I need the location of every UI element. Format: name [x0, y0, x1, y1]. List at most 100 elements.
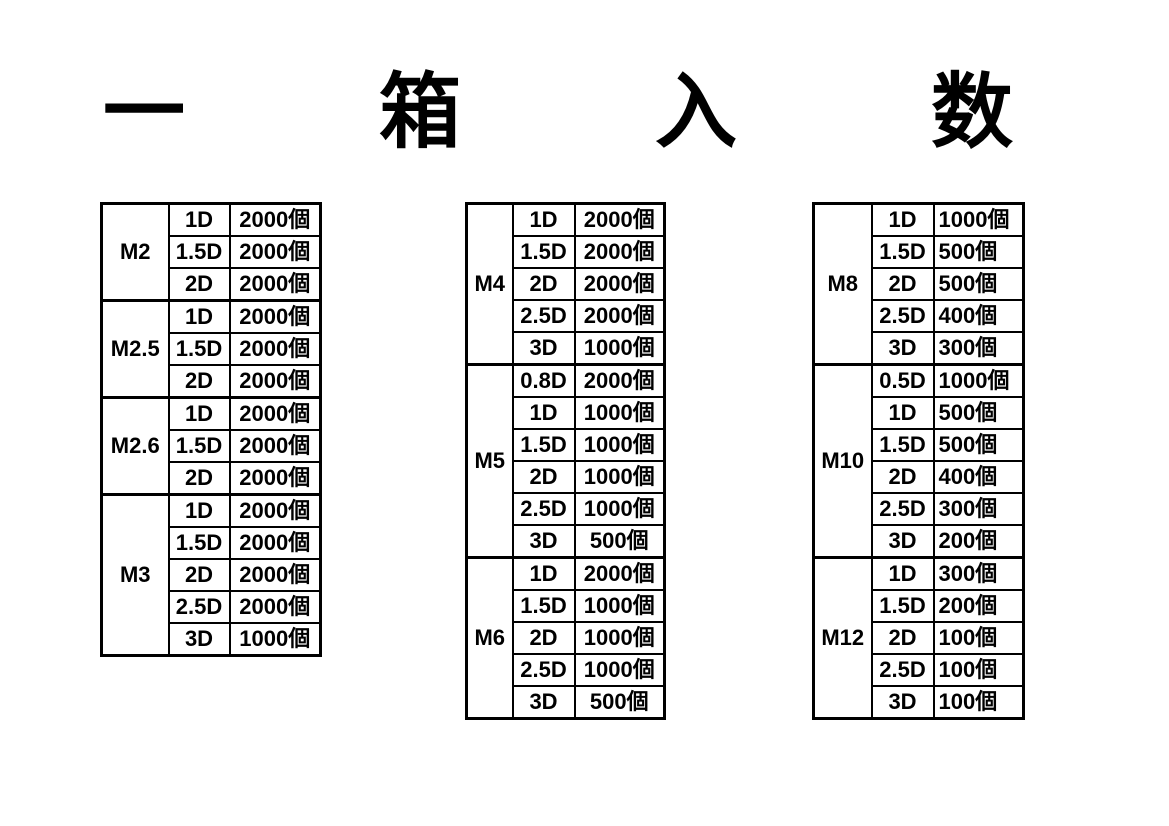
- quantity-cell: 2000個: [228, 364, 322, 399]
- d-spec-cell: 3D: [511, 331, 576, 366]
- d-spec-cell: 2D: [167, 461, 231, 496]
- quantity-cell: 100個: [932, 653, 1025, 687]
- quantity-cell: 1000個: [573, 331, 666, 366]
- title-char-1: 一: [103, 67, 186, 158]
- quantity-cell: 300個: [932, 331, 1025, 366]
- d-spec-cell: 3D: [870, 685, 935, 720]
- d-spec-cell: 1D: [167, 202, 231, 237]
- screw-size-label: M3: [100, 493, 170, 657]
- quantity-cell: 1000個: [573, 492, 666, 526]
- d-spec-cell: 2D: [511, 621, 576, 655]
- d-spec-cell: 1.5D: [167, 429, 231, 463]
- d-spec-cell: 2D: [167, 364, 231, 399]
- quantity-cell: 500個: [932, 428, 1025, 462]
- screw-size-label: M5: [465, 363, 514, 559]
- title-char-2: 箱: [378, 67, 461, 158]
- d-spec-cell: 2D: [167, 558, 231, 592]
- quantity-cell: 300個: [932, 556, 1025, 591]
- d-spec-cell: 1.5D: [511, 428, 576, 462]
- quantity-cell: 1000個: [573, 589, 666, 623]
- quantity-cell: 2000個: [228, 429, 322, 463]
- quantity-cell: 1000個: [573, 621, 666, 655]
- quantity-cell: 200個: [932, 589, 1025, 623]
- quantity-cell: 1000個: [932, 363, 1025, 398]
- d-spec-cell: 1D: [167, 493, 231, 528]
- quantity-cell: 2000個: [573, 267, 666, 301]
- d-spec-cell: 1.5D: [870, 235, 935, 269]
- quantity-cell: 2000個: [228, 461, 322, 496]
- d-spec-cell: 2D: [870, 267, 935, 301]
- d-spec-cell: 2D: [511, 460, 576, 494]
- d-spec-cell: 1D: [511, 202, 576, 237]
- d-spec-cell: 1D: [511, 556, 576, 591]
- d-spec-cell: 1.5D: [870, 589, 935, 623]
- d-spec-cell: 1D: [870, 202, 935, 237]
- d-spec-cell: 3D: [870, 331, 935, 366]
- quantity-cell: 1000個: [573, 428, 666, 462]
- quantity-cell: 300個: [932, 492, 1025, 526]
- d-spec-cell: 1.5D: [511, 235, 576, 269]
- quantity-cell: 400個: [932, 460, 1025, 494]
- quantity-cell: 500個: [573, 524, 666, 559]
- d-spec-cell: 1.5D: [870, 428, 935, 462]
- quantity-cell: 2000個: [228, 558, 322, 592]
- screw-size-label: M12: [812, 556, 873, 720]
- d-spec-cell: 3D: [870, 524, 935, 559]
- quantity-cell: 1000個: [573, 460, 666, 494]
- d-spec-cell: 0.8D: [511, 363, 576, 398]
- quantity-cell: 2000個: [573, 235, 666, 269]
- d-spec-cell: 1.5D: [167, 526, 231, 560]
- quantity-cell: 2000個: [573, 556, 666, 591]
- quantity-cell: 2000個: [228, 299, 322, 334]
- d-spec-cell: 0.5D: [870, 363, 935, 398]
- d-spec-cell: 2.5D: [511, 492, 576, 526]
- d-spec-cell: 2D: [511, 267, 576, 301]
- d-spec-cell: 2.5D: [511, 653, 576, 687]
- d-spec-cell: 2.5D: [870, 299, 935, 333]
- quantity-cell: 500個: [932, 396, 1025, 430]
- title-char-3: 入: [654, 67, 737, 158]
- quantity-cell: 1000個: [573, 653, 666, 687]
- quantity-cell: 100個: [932, 621, 1025, 655]
- d-spec-cell: 3D: [511, 524, 576, 559]
- page-title: 一 箱 入 数: [103, 72, 1013, 154]
- screw-size-label: M4: [465, 202, 514, 366]
- quantity-cell: 500個: [932, 267, 1025, 301]
- quantity-cell: 1000個: [932, 202, 1025, 237]
- quantity-cell: 2000個: [573, 299, 666, 333]
- quantity-cell: 2000個: [228, 590, 322, 624]
- d-spec-cell: 1D: [870, 556, 935, 591]
- quantity-cell: 2000個: [228, 396, 322, 431]
